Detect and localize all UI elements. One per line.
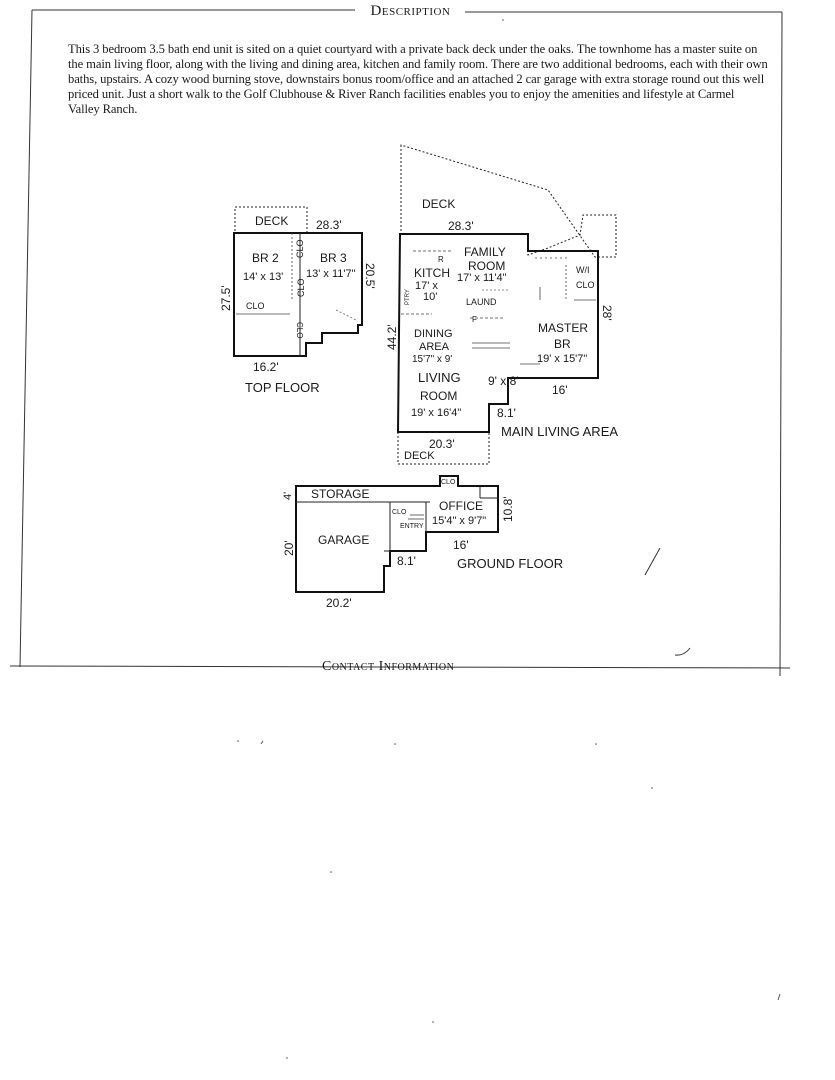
family-room-size: 17' x 11'4": [457, 272, 507, 284]
top-clo-1: CLO: [246, 301, 265, 311]
office-size: 15'4" x 9'7": [432, 515, 486, 527]
ground-clo-top: CLO: [441, 479, 456, 486]
living-size: 19' x 16'4": [411, 407, 461, 419]
garage-width: 20.2': [326, 596, 352, 610]
br2-size: 14' x 13': [243, 271, 283, 283]
contact-heading: Contact Information: [322, 659, 455, 670]
dining-line2: AREA: [419, 341, 450, 353]
description-heading: Description: [358, 3, 463, 20]
kitchen-line3: 10': [423, 291, 437, 303]
main-floor-plan: DECK 28.3' FAMILY ROOM 17' x 11'4" R KIT…: [385, 144, 618, 465]
entry-label: ENTRY: [400, 523, 424, 530]
top-deck-label: DECK: [255, 214, 288, 228]
living-line1: LIVING: [418, 370, 461, 385]
storage-dim: 4': [282, 492, 294, 500]
top-clo-4: CLO: [295, 322, 304, 338]
office-height: 10.8': [501, 496, 515, 522]
ground-floor-plan: 4' STORAGE CLO CLO ENTRY OFFICE 15'4" x …: [282, 475, 563, 610]
small-room-size: 9' x 8': [488, 374, 519, 388]
br3-size: 13' x 11'7": [306, 268, 356, 280]
main-floor-title: MAIN LIVING AREA: [501, 424, 618, 439]
dining-size: 15'7" x 9': [412, 354, 452, 365]
main-dim-16: 16': [552, 383, 568, 397]
top-width-bottom: 16.2': [253, 360, 279, 374]
main-height-left: 44.2': [385, 324, 399, 350]
master-line1: MASTER: [538, 321, 588, 335]
garage-height: 20': [282, 540, 296, 556]
top-height-left: 27.5': [219, 285, 233, 311]
top-floor-plan: DECK 28.3' BR 2 14' x 13' BR 3 13' x 11'…: [219, 206, 377, 395]
master-line2: BR: [554, 337, 571, 351]
laund-label: LAUND: [466, 297, 497, 307]
main-width-bottom: 20.3': [429, 437, 455, 451]
property-description: This 3 bedroom 3.5 bath end unit is site…: [68, 42, 768, 116]
r-label: R: [438, 255, 444, 264]
top-clo-3: CLO: [296, 278, 306, 297]
main-dim-8-1: 8.1': [497, 406, 516, 420]
main-deck-bottom-label: DECK: [404, 450, 435, 462]
main-clo-label: CLO: [576, 280, 595, 290]
f-label: F: [472, 315, 477, 324]
br3-name: BR 3: [320, 251, 347, 265]
garage-label: GARAGE: [318, 533, 369, 547]
ground-floor-title: GROUND FLOOR: [457, 556, 563, 571]
ground-clo: CLO: [392, 509, 407, 516]
top-floor-title: TOP FLOOR: [245, 380, 320, 395]
family-room-line1: FAMILY: [464, 245, 506, 259]
kitchen-line2: 17' x: [415, 280, 438, 292]
top-height-right: 20.5': [363, 263, 377, 289]
main-deck-top-label: DECK: [422, 197, 455, 211]
main-height-right: 28': [600, 305, 614, 321]
dining-line1: DINING: [414, 328, 453, 340]
office-label: OFFICE: [439, 499, 483, 513]
br2-name: BR 2: [252, 251, 279, 265]
wi-label: W/I: [576, 265, 590, 275]
kitchen-line1: KITCH: [414, 266, 450, 280]
pantry-label: PTRY: [405, 289, 411, 305]
top-clo-2: CLO: [295, 239, 305, 258]
ground-dim-16: 16': [453, 538, 469, 552]
top-width-top: 28.3': [316, 218, 342, 232]
main-width-top: 28.3': [448, 219, 474, 233]
master-size: 19' x 15'7": [537, 353, 587, 365]
storage-label: STORAGE: [311, 487, 369, 501]
family-room-line2: ROOM: [468, 259, 505, 273]
living-line2: ROOM: [420, 389, 457, 403]
ground-dim-8-1: 8.1': [397, 554, 416, 568]
